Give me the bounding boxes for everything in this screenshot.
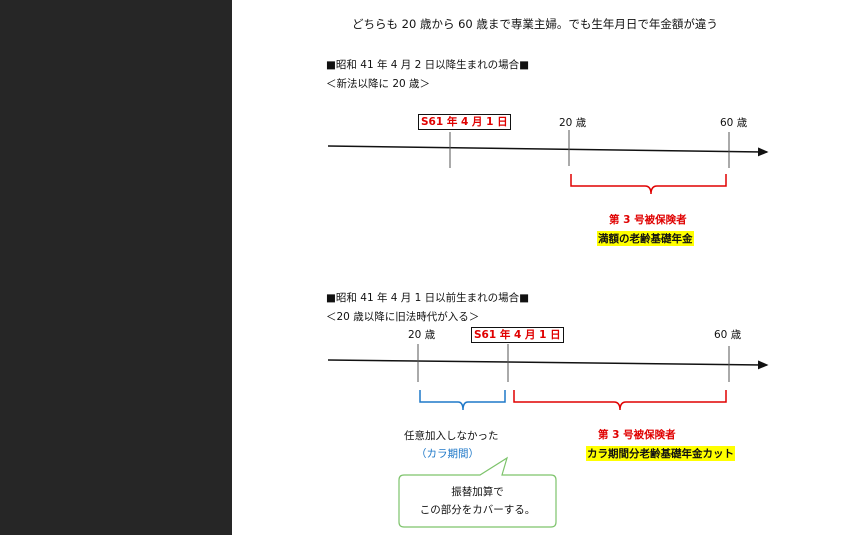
case1-bracket-result: 満額の老齢基礎年金 — [597, 231, 694, 246]
case2-right-result: カラ期間分老齢基礎年金カット — [586, 446, 735, 461]
bracket-red-2 — [513, 390, 727, 411]
case1-age60-label: 60 歳 — [720, 117, 748, 129]
case2-left-label: 任意加入しなかった — [404, 430, 499, 442]
case2-subheading: ＜20 歳以降に旧法時代が入る＞ — [326, 311, 480, 323]
case2-s61-marker: S61 年 4 月 1 日 — [471, 327, 564, 343]
case2-right-label: 第 3 号被保険者 — [598, 429, 676, 441]
callout-text: 振替加算で この部分をカバーする。 — [399, 483, 556, 519]
callout-bubble — [398, 456, 557, 528]
callout-line-2: この部分をカバーする。 — [419, 504, 536, 516]
timeline-axis-1 — [327, 145, 769, 157]
case2-heading: ■昭和 41 年 4 月 1 日以前生まれの場合■ — [326, 292, 530, 304]
case1-bracket-label: 第 3 号被保険者 — [609, 214, 687, 226]
page-title: どちらも 20 歳から 60 歳まで専業主婦。でも生年月日で年金額が違う — [352, 17, 718, 31]
document-page: どちらも 20 歳から 60 歳まで専業主婦。でも生年月日で年金額が違う ■昭和… — [232, 0, 844, 535]
case1-age20-label: 20 歳 — [559, 117, 587, 129]
case1-heading: ■昭和 41 年 4 月 2 日以降生まれの場合■ — [326, 59, 530, 71]
callout-line-1: 振替加算で — [451, 486, 504, 498]
case2-age60-label: 60 歳 — [714, 329, 742, 341]
case2-left-sublabel: （カラ期間） — [416, 448, 479, 460]
case1-subheading: ＜新法以降に 20 歳＞ — [326, 78, 431, 90]
timeline-axis-2 — [327, 359, 769, 370]
bracket-1 — [570, 174, 727, 195]
bracket-blue-2 — [419, 390, 506, 411]
case1-s61-marker: S61 年 4 月 1 日 — [418, 114, 511, 130]
timeline-diagram — [327, 130, 769, 528]
case2-age20-label: 20 歳 — [408, 329, 436, 341]
dark-side-panel — [0, 0, 232, 535]
